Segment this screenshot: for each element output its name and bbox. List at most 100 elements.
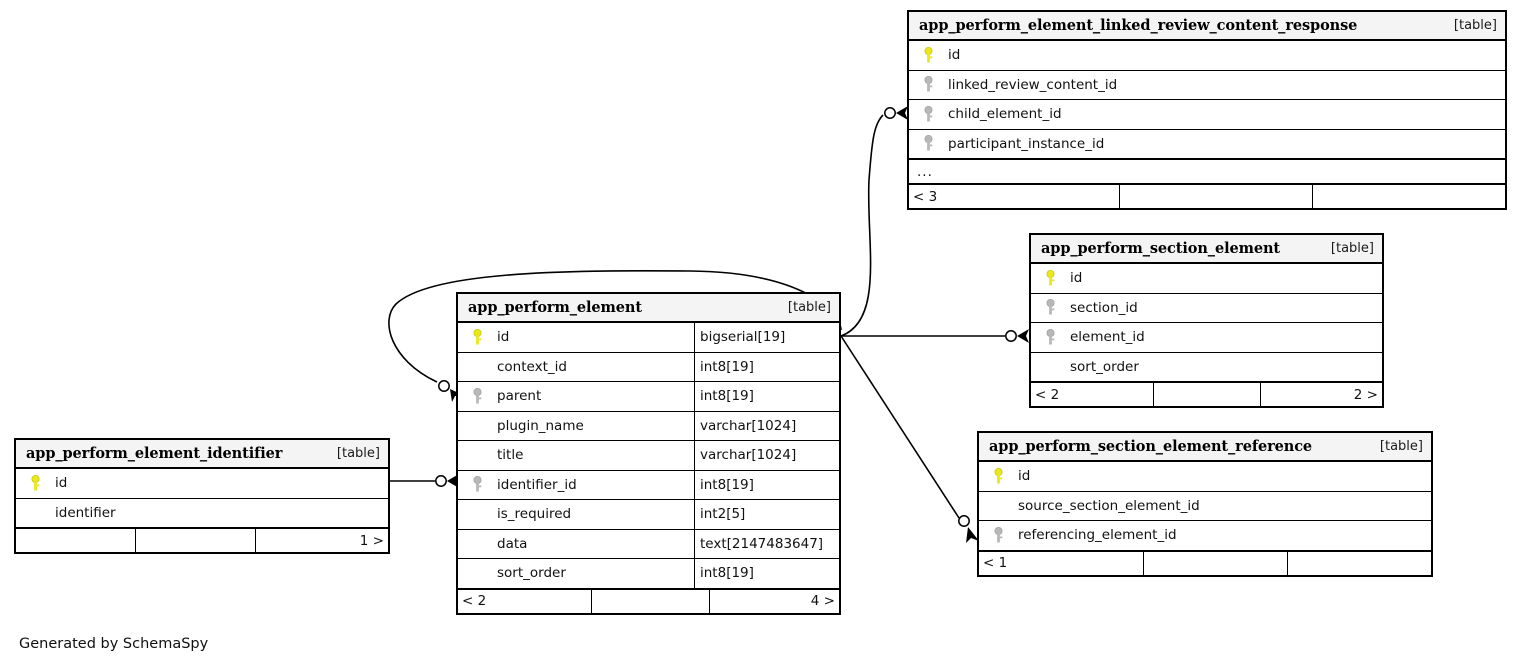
column-type-cell: int8[19] [694,470,839,499]
table-row[interactable]: id [909,41,1505,71]
table-row[interactable]: identifier [16,499,388,528]
table-row[interactable]: section_id [1031,294,1382,323]
column-cell: context_id [458,353,694,382]
column-cell: title [458,441,694,470]
column-type: varchar[1024] [700,447,797,464]
column-cell: id [16,469,388,498]
footer-outbound-count [1287,551,1431,575]
table-row[interactable]: is_required int2[5] [458,500,839,530]
column-name: plugin_name [497,417,584,434]
column-type-cell: int8[19] [694,352,839,381]
table-row[interactable]: identifier_id int8[19] [458,470,839,500]
column-name: identifier_id [497,476,577,493]
table-row[interactable]: context_id int8[19] [458,352,839,382]
column-type: varchar[1024] [700,417,797,434]
table-title: app_perform_element_identifier [26,445,283,462]
column-name: source_section_element_id [1018,497,1200,514]
table-row[interactable]: sort_order int8[19] [458,559,839,589]
footer-inbound-count: < 2 [462,593,487,609]
table-row[interactable]: data text[2147483647] [458,529,839,559]
column-name: sort_order [497,565,566,582]
table-row[interactable]: child_element_id [909,100,1505,130]
table-row[interactable]: element_id [1031,323,1382,353]
column-type-cell: int8[19] [694,382,839,411]
column-name: sort_order [1070,358,1139,375]
footer-middle [591,589,709,613]
column-type-cell: varchar[1024] [694,441,839,470]
table-app-perform-element-identifier[interactable]: app_perform_element_identifier [table] i… [14,438,390,554]
table-row[interactable]: plugin_name varchar[1024] [458,411,839,441]
column-name: id [948,47,961,64]
table-header: app_perform_element [table] [458,294,839,323]
table-row[interactable]: id [1031,264,1382,294]
column-cell: source_section_element_id [979,492,1431,521]
table-row[interactable]: id bigserial[19] [458,323,839,353]
table-row[interactable]: linked_review_content_id [909,71,1505,100]
column-cell: linked_review_content_id [909,71,1505,100]
column-type-cell: varchar[1024] [694,411,839,440]
foreign-key-icon [1039,299,1061,316]
table-row[interactable]: sort_order [1031,353,1382,382]
table-type-tag: [table] [1379,439,1423,454]
column-name: title [497,447,524,464]
table-app-perform-section-element-reference[interactable]: app_perform_section_element_reference [t… [977,431,1433,577]
table-row[interactable]: id [16,469,388,499]
foreign-key-icon [1039,328,1061,346]
column-type: int8[19] [700,358,754,375]
table-row[interactable]: parent int8[19] [458,382,839,412]
footer-outbound-count: 2 > [1260,383,1382,406]
foreign-key-icon [987,526,1009,544]
footer-outbound-count: 4 > [709,589,839,613]
column-name: identifier [55,504,116,521]
table-row[interactable]: referencing_element_id [979,521,1431,551]
foreign-key-icon [917,105,939,123]
table-type-tag: [table] [1330,241,1374,256]
primary-key-icon [917,46,939,64]
footer-middle [1143,551,1287,575]
column-name: section_id [1070,299,1138,316]
table-footer: 1 > [16,528,388,552]
table-title: app_perform_element_linked_review_conten… [919,17,1358,34]
table-header: app_perform_element_identifier [table] [16,440,388,469]
table-app-perform-section-element[interactable]: app_perform_section_element [table] id s… [1029,233,1384,408]
column-cell: participant_instance_id [909,130,1505,159]
column-name: id [1018,468,1031,485]
column-name: parent [497,388,542,405]
table-row[interactable]: id [979,462,1431,492]
foreign-key-icon [917,76,939,93]
footer-outbound-count: 1 > [255,529,388,552]
table-row[interactable]: title varchar[1024] [458,441,839,471]
column-cell: parent [458,382,694,411]
column-type: int2[5] [700,506,746,523]
column-cell: identifier [16,499,388,528]
primary-key-icon [24,474,46,492]
table-row[interactable]: source_section_element_id [979,492,1431,521]
primary-key-icon [466,328,488,346]
column-type-cell: int8[19] [694,559,839,588]
column-name: is_required [497,506,572,523]
table-footer: < 2 4 > [458,588,839,613]
column-type-cell: text[2147483647] [694,529,839,558]
foreign-key-icon [466,387,488,405]
foreign-key-icon [917,135,939,152]
table-footer: < 2 2 > [1031,382,1382,406]
column-name: child_element_id [948,106,1062,123]
table-app-perform-element[interactable]: app_perform_element [table] id bigserial… [456,292,841,615]
table-title: app_perform_section_element_reference [989,438,1313,455]
primary-key-icon [987,467,1009,485]
column-name: referencing_element_id [1018,527,1177,544]
column-name: participant_instance_id [948,135,1105,152]
table-header: app_perform_section_element [table] [1031,235,1382,264]
table-header: app_perform_element_linked_review_conten… [909,12,1505,41]
table-footer: < 3 [909,184,1505,208]
column-cell: element_id [1031,323,1382,352]
column-type: text[2147483647] [700,535,824,552]
column-type-cell: bigserial[19] [694,323,839,352]
column-cell: id [458,323,694,352]
table-app-perform-element-linked-review-content-response[interactable]: app_perform_element_linked_review_conten… [907,10,1507,210]
generator-credit: Generated by SchemaSpy [19,636,209,652]
table-row[interactable]: participant_instance_id [909,130,1505,159]
column-cell: child_element_id [909,100,1505,129]
edge-element-id-to-child-element-id [840,106,908,337]
